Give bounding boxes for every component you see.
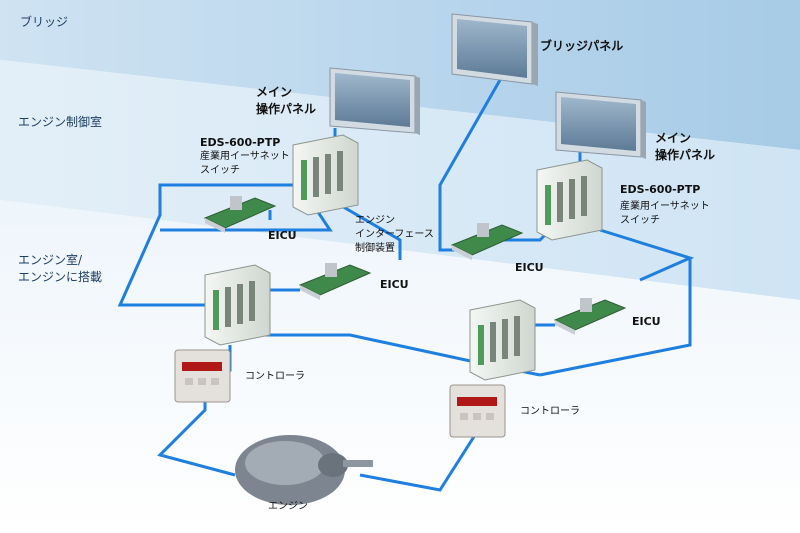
label-eicu-top-left: EICU (268, 229, 297, 242)
label-eicu-mid-right: EICU (632, 315, 661, 328)
eicu-mid-left-device (298, 263, 372, 300)
left-ring-a (117, 183, 300, 307)
label-switch-right-model: EDS-600-PTP (620, 183, 701, 196)
switch-mid-right-device (469, 299, 536, 381)
engine-device (235, 435, 373, 505)
label-controller-left: コントローラ (245, 371, 305, 382)
zone-label-control-room: エンジン制御室 (18, 115, 103, 129)
bridge-panel-device (451, 13, 538, 86)
eicu-top-right-device (450, 223, 524, 260)
label-bridge-panel: ブリッジパネル (540, 39, 624, 53)
label-switch-left-desc: 産業用イーサネット スイッチ (200, 151, 290, 176)
switch-mid-left-device (204, 264, 271, 346)
eicu-top-left-device (203, 196, 277, 233)
control-room-zone (0, 60, 800, 300)
label-switch-left-model: EDS-600-PTP (200, 136, 281, 149)
switch-right-device (536, 159, 603, 241)
zone-label-bridge: ブリッジ (20, 15, 69, 29)
right-ring-b (539, 258, 692, 377)
eicu-mid-right-device (553, 298, 627, 335)
label-switch-right-desc: 産業用イーサネット スイッチ (620, 201, 710, 226)
label-controller-right: コントローラ (520, 406, 580, 417)
label-main-panel-right: メイン 操作パネル (655, 131, 716, 162)
label-main-panel-left: メイン 操作パネル (256, 85, 317, 116)
engine-room-zone (0, 200, 800, 533)
label-eicu-mid-left: EICU (380, 278, 409, 291)
zone-label-engine-room: エンジン室/ エンジンに搭載 (18, 253, 103, 284)
main-panel-left-device (329, 67, 420, 135)
controller-left-device (174, 349, 231, 403)
switch-left-device (292, 134, 359, 216)
label-eicu-top-right: EICU (515, 261, 544, 274)
controller-right-device (449, 384, 506, 438)
label-engine: エンジン (268, 501, 308, 512)
switch-interface-link (339, 203, 402, 260)
label-interface-controller: エンジン インターフェース 制御装置 (355, 215, 434, 254)
main-panel-right-device (555, 91, 646, 159)
